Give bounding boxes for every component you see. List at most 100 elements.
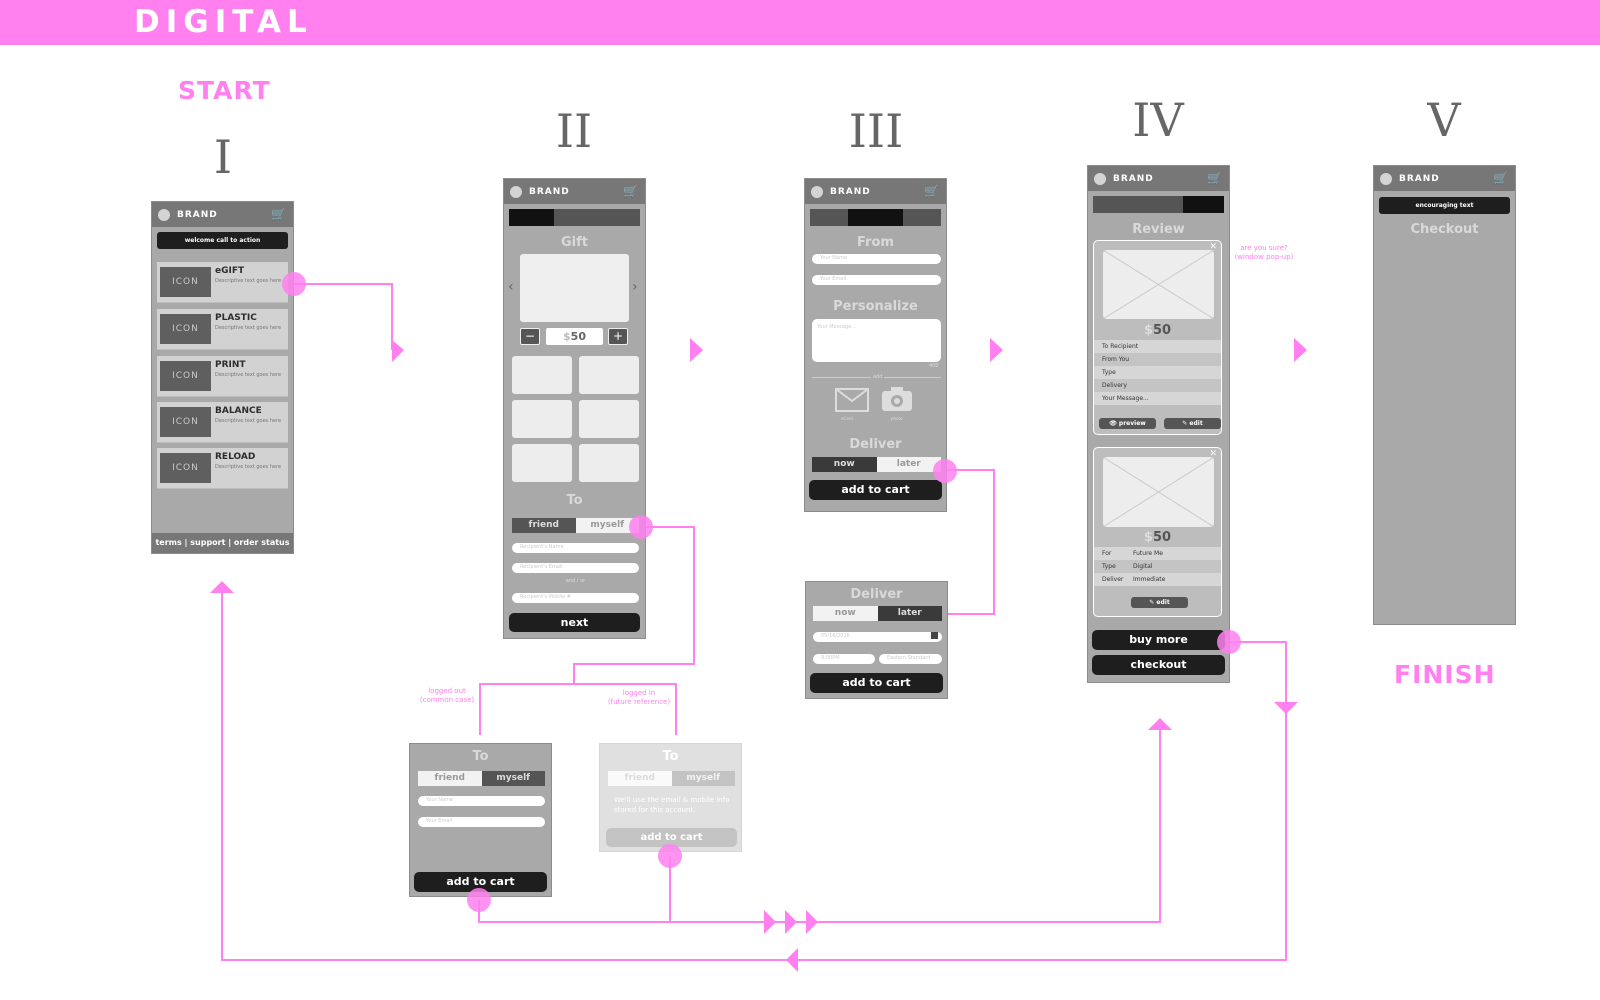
deliver-now-option[interactable]: now: [812, 457, 877, 472]
from-heading: From: [857, 235, 894, 250]
cart-icon[interactable]: 🛒: [271, 207, 287, 221]
ecard-envelope-icon[interactable]: [835, 387, 869, 413]
increase-amount-button[interactable]: +: [608, 328, 628, 345]
note-are-you-sure: are you sure?(window pop-up): [1234, 244, 1294, 261]
preview-button[interactable]: 👁 preview: [1099, 418, 1156, 429]
close-icon[interactable]: ✕: [1209, 242, 1217, 252]
add-to-cart-button[interactable]: add to cart: [414, 872, 547, 892]
stored-info-message: We'll use the email & mobile info stored…: [614, 796, 730, 814]
photo-label: photo: [891, 416, 903, 421]
add-to-cart-button[interactable]: add to cart: [810, 673, 943, 693]
design-tile[interactable]: [579, 444, 639, 482]
card-amount: $50: [1143, 323, 1172, 338]
friend-option[interactable]: friend: [418, 771, 482, 786]
cart-icon[interactable]: 🛒: [1207, 171, 1223, 185]
design-tile[interactable]: [579, 400, 639, 438]
timezone-select[interactable]: Eastern Standard: [879, 654, 942, 664]
char-count: 400: [929, 363, 939, 369]
step-numeral-3: III: [848, 104, 904, 158]
card-image-placeholder: [1102, 249, 1215, 320]
chevron-right-icon[interactable]: ›: [632, 279, 638, 295]
deliver-now-option[interactable]: now: [813, 606, 878, 621]
friend-option[interactable]: friend: [512, 518, 576, 533]
calendar-icon[interactable]: [931, 632, 938, 639]
edit-button[interactable]: ✎ edit: [1164, 418, 1221, 429]
next-button[interactable]: next: [509, 613, 640, 632]
deliver-later-option[interactable]: later: [877, 606, 942, 621]
to-heading: To: [662, 749, 679, 764]
close-icon[interactable]: ✕: [1209, 449, 1217, 459]
edit-button[interactable]: ✎ edit: [1131, 597, 1188, 608]
deliver-heading: Deliver: [849, 437, 902, 452]
flow-node: [658, 844, 682, 868]
myself-option[interactable]: myself: [481, 771, 545, 786]
cart-icon[interactable]: 🛒: [623, 184, 639, 198]
gift-heading: Gift: [561, 235, 588, 250]
brand-logo-icon: [158, 208, 170, 221]
your-email-input[interactable]: Your Email: [418, 817, 545, 827]
cart-item-card: ✕ $50 To Recipient From You Type Deliver…: [1093, 240, 1222, 435]
decrease-amount-button[interactable]: −: [520, 328, 540, 345]
photo-camera-icon[interactable]: [881, 385, 913, 413]
recipient-name-input[interactable]: Recipient's Name: [512, 543, 639, 553]
add-to-cart-button[interactable]: add to cart: [606, 828, 737, 847]
date-input[interactable]: 05/16/2016: [813, 632, 942, 642]
buy-more-button[interactable]: buy more: [1092, 630, 1225, 650]
design-tile[interactable]: [579, 356, 639, 394]
footer-links[interactable]: terms | support | order status: [152, 533, 293, 553]
add-label: add: [871, 374, 885, 380]
app-header: BRAND🛒: [504, 179, 645, 204]
your-name-input[interactable]: Your Name: [812, 254, 941, 264]
time-input[interactable]: 9:00PM: [813, 654, 875, 664]
option-icon: ICON: [160, 314, 211, 344]
deliver-later-option[interactable]: later: [876, 457, 941, 472]
arrow-right-1: [392, 340, 404, 362]
your-name-input[interactable]: Your Name: [418, 796, 545, 806]
recipient-mobile-input[interactable]: Recipient's Mobile #: [512, 593, 639, 603]
personalize-heading: Personalize: [833, 299, 918, 314]
title-banner: [0, 0, 1600, 45]
checkout-button[interactable]: checkout: [1092, 655, 1225, 675]
to-heading: To: [472, 749, 489, 764]
card-amount: $50: [1143, 530, 1172, 545]
brand-logo-icon: [811, 185, 823, 198]
friend-option[interactable]: friend: [608, 771, 672, 786]
app-header: BRAND🛒: [805, 179, 946, 204]
cart-icon[interactable]: 🛒: [924, 184, 940, 198]
app-header: BRAND🛒: [152, 202, 293, 227]
screen-3-personalize: BRAND🛒 From Your Name Your Email Persona…: [804, 178, 947, 512]
add-to-cart-button[interactable]: add to cart: [809, 480, 942, 500]
message-textarea[interactable]: Your Message...: [812, 319, 941, 362]
cart-icon[interactable]: 🛒: [1493, 171, 1509, 185]
myself-option[interactable]: myself: [575, 518, 639, 533]
design-tile[interactable]: [512, 356, 572, 394]
recipient-email-input[interactable]: Recipient's Email: [512, 563, 639, 573]
flow-node: [1217, 630, 1241, 654]
chevron-left-icon[interactable]: ‹: [508, 279, 514, 295]
brand-logo-icon: [510, 185, 522, 198]
to-heading: To: [566, 493, 583, 508]
myself-option[interactable]: myself: [671, 771, 735, 786]
welcome-cta[interactable]: welcome call to action: [157, 232, 288, 249]
amount-display[interactable]: $50: [546, 328, 603, 345]
design-tile[interactable]: [512, 444, 572, 482]
checkout-heading: Checkout: [1410, 222, 1479, 237]
your-email-input[interactable]: Your Email: [812, 275, 941, 285]
step-numeral-1: I: [213, 130, 233, 184]
design-tile[interactable]: [512, 400, 572, 438]
step-numeral-2: II: [555, 104, 593, 158]
